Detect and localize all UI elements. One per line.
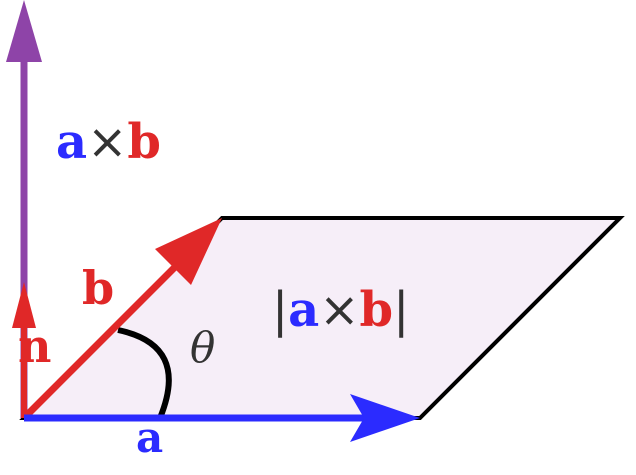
cross-label-times: ×	[87, 114, 127, 170]
vector-a	[24, 394, 420, 442]
magnitude-left-bar: |	[272, 282, 288, 338]
magnitude-right-bar: |	[393, 282, 409, 338]
magnitude-label: |a×b|	[272, 282, 409, 338]
cross-label-a: a	[56, 114, 87, 170]
cross-product-arrowhead	[6, 0, 42, 62]
vector-b	[21, 218, 222, 421]
vector-b-label: b	[82, 261, 114, 315]
normal-label: n	[18, 319, 51, 373]
magnitude-times: ×	[319, 282, 359, 338]
cross-product-label: a×b	[56, 114, 161, 170]
magnitude-b: b	[360, 282, 394, 338]
vector-b-shaft	[21, 247, 195, 421]
normal-vector	[12, 282, 36, 418]
vector-a-arrowhead	[350, 394, 420, 442]
angle-arc	[117, 327, 172, 420]
vector-a-label: a	[136, 413, 163, 462]
cross-label-b: b	[127, 114, 161, 170]
magnitude-a: a	[288, 282, 319, 338]
angle-theta-label: θ	[190, 323, 215, 372]
vector-b-arrowhead	[155, 218, 222, 285]
normal-arrowhead	[12, 282, 36, 328]
